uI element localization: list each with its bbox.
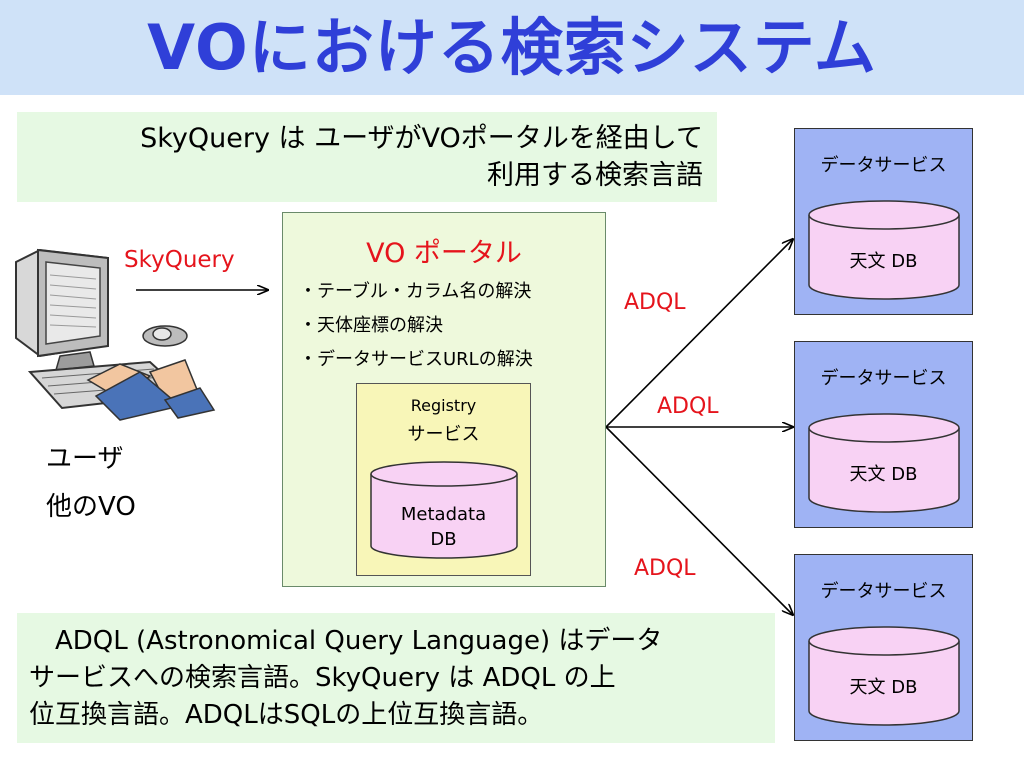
metadata-db-label: Metadata <box>400 504 487 525</box>
adql-label-1: ADQL <box>624 290 686 315</box>
data-service-box-3: データサービス 天文 DB <box>794 554 973 741</box>
astro-db-label: 天文 DB <box>849 677 918 698</box>
registry-service-box: Registry サービス Metadata DB <box>356 383 531 576</box>
portal-to-service-3-arrow <box>605 426 793 615</box>
skyquery-note: SkyQuery は ユーザがVOポータルを経由して 利用する検索言語 <box>17 112 717 202</box>
skyquery-arrow-label: SkyQuery <box>124 247 235 273</box>
data-service-label: データサービス <box>820 368 947 389</box>
astro-db-label: 天文 DB <box>849 251 918 272</box>
astro-db-cylinder <box>808 413 960 513</box>
portal-title: VO ポータル <box>366 238 522 269</box>
adql-note-line2: サービスへの検索言語。SkyQuery は ADQL の上 <box>29 663 616 693</box>
portal-item: ・天体座標の解決 <box>299 315 443 336</box>
registry-label: Registry <box>410 396 477 415</box>
data-service-box-2: データサービス 天文 DB <box>794 341 973 528</box>
adql-note-line1: ADQL (Astronomical Query Language) はデータ <box>29 626 663 656</box>
data-service-box-1: データサービス 天文 DB <box>794 128 973 315</box>
slide-title: VOにおける検索システム <box>147 11 877 84</box>
adql-label-3: ADQL <box>634 556 696 581</box>
skyquery-note-line1: SkyQuery は ユーザがVOポータルを経由して <box>140 123 703 154</box>
portal-item: ・テーブル・カラム名の解決 <box>299 281 532 302</box>
adql-note-line3: 位互換言語。ADQLはSQLの上位互換言語。 <box>29 700 544 730</box>
title-band <box>0 0 1024 95</box>
metadata-db-label-2: DB <box>430 529 457 550</box>
data-service-label: データサービス <box>820 581 947 602</box>
vo-portal-box: VO ポータル ・テーブル・カラム名の解決 ・天体座標の解決 ・データサービスU… <box>282 212 606 587</box>
metadata-db-cylinder <box>370 461 518 559</box>
skyquery-note-line2: 利用する検索言語 <box>487 160 703 191</box>
registry-service-label: サービス <box>407 424 480 445</box>
portal-item: ・データサービスURLの解決 <box>299 349 533 370</box>
user-label: ユーザ <box>46 444 124 474</box>
adql-note: ADQL (Astronomical Query Language) はデータ … <box>17 613 775 743</box>
adql-label-2: ADQL <box>657 394 719 419</box>
astro-db-cylinder <box>808 626 960 726</box>
data-service-label: データサービス <box>820 155 947 176</box>
astro-db-label: 天文 DB <box>849 464 918 485</box>
other-vo-label: 他のVO <box>46 492 136 522</box>
astro-db-cylinder <box>808 200 960 300</box>
